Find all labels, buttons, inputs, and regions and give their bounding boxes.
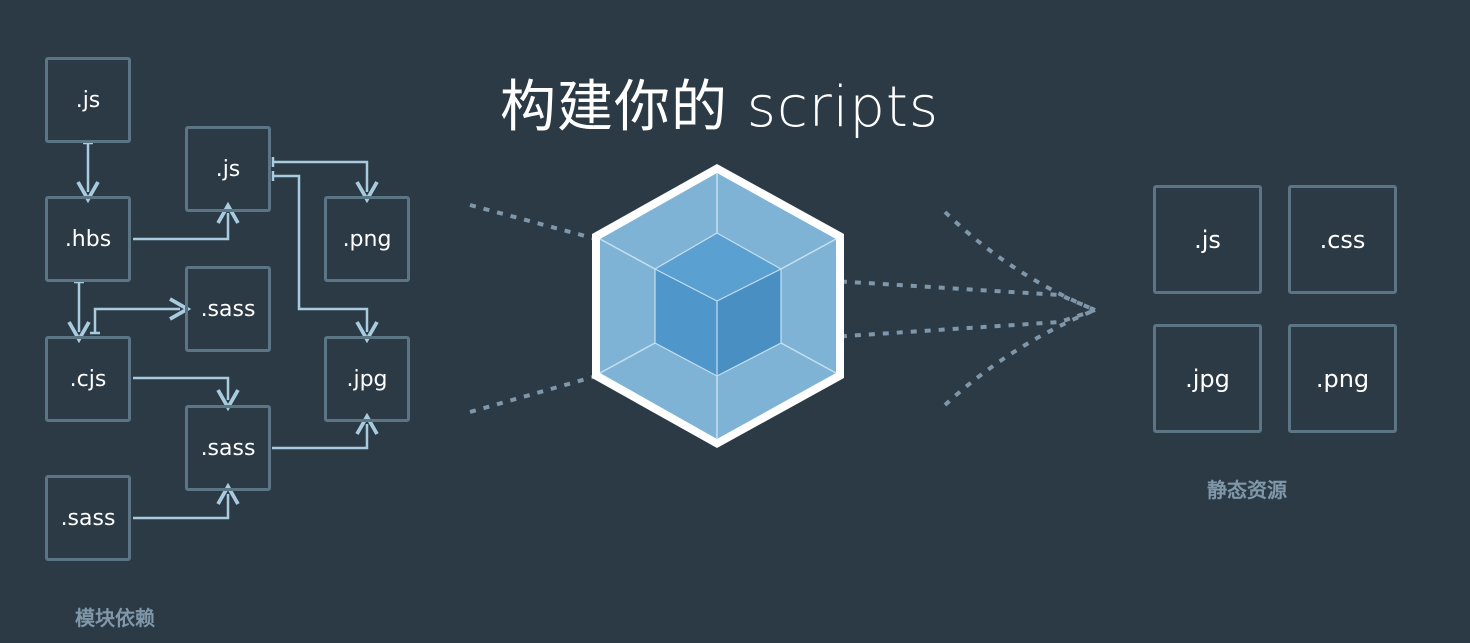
asset-label: .png	[1315, 364, 1370, 393]
module-hbs: .hbs	[45, 196, 131, 282]
arrow-cjs-to-sass	[93, 297, 192, 333]
page-title: 构建你的 scripts	[500, 75, 940, 140]
module-label: .sass	[60, 505, 116, 531]
arrow-sass2-to-jpg	[272, 412, 379, 450]
asset-js: .js	[1153, 185, 1262, 294]
module-sass-2: .sass	[185, 266, 271, 352]
arrow-hbs-to-js	[133, 201, 240, 241]
module-label: .jpg	[346, 366, 388, 392]
output-flow-lines	[784, 210, 1096, 407]
module-png: .png	[324, 196, 410, 282]
webpack-cube-icon	[592, 164, 844, 448]
arrow-cjs-to-sass2	[133, 376, 240, 412]
module-label: .js	[215, 156, 241, 182]
asset-label: .css	[1319, 225, 1366, 254]
module-cjs: .cjs	[45, 336, 131, 422]
arrow-js-to-png	[273, 160, 379, 204]
module-label: .png	[342, 226, 392, 252]
asset-label: .js	[1194, 225, 1221, 254]
input-flow-lines	[469, 203, 601, 414]
arrow-js-to-jpg	[273, 174, 379, 344]
module-sass: .sass	[45, 475, 131, 561]
module-js-2: .js	[185, 126, 271, 212]
asset-jpg: .jpg	[1153, 324, 1262, 433]
asset-png: .png	[1288, 324, 1397, 433]
module-label: .sass	[200, 296, 256, 322]
asset-css: .css	[1288, 185, 1397, 294]
asset-label: .jpg	[1185, 364, 1230, 393]
assets-caption: 静态资源	[1207, 478, 1287, 502]
module-label: .sass	[200, 435, 256, 461]
module-sass-3: .sass	[185, 405, 271, 491]
module-js: .js	[45, 57, 131, 143]
module-jpg: .jpg	[324, 336, 410, 422]
dependencies-caption: 模块依赖	[75, 606, 155, 630]
module-label: .cjs	[69, 366, 107, 392]
module-label: .js	[75, 87, 101, 113]
arrow-sass-to-sass2	[133, 482, 240, 520]
module-label: .hbs	[64, 226, 112, 252]
